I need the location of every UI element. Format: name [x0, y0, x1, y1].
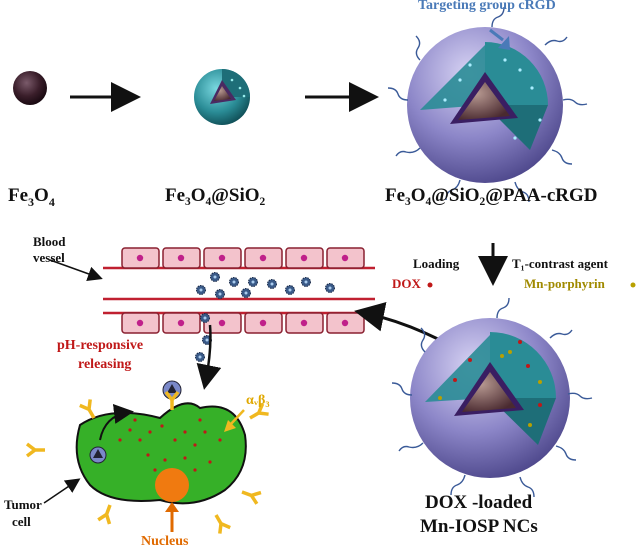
released-dox-dot — [208, 460, 212, 464]
vessel-cell-nucleus — [177, 254, 185, 262]
label-fe3o4: Fe3O4 — [8, 185, 55, 209]
released-dox-dot — [128, 428, 132, 432]
label-nucleus: Nucleus — [141, 534, 189, 549]
drug-dot — [453, 378, 457, 382]
label-blood: Blood — [33, 234, 66, 249]
vessel-pointer — [49, 259, 103, 281]
np-at-receptor — [162, 380, 182, 400]
released-dox-dot — [163, 458, 167, 462]
released-dox-dot — [203, 430, 207, 434]
targeting-arrowhead — [498, 36, 510, 50]
released-dox-dot — [173, 438, 177, 442]
vessel-cell-nucleus — [341, 254, 349, 262]
nanoparticle — [195, 352, 205, 362]
vessel-cell-nucleus — [341, 319, 349, 327]
label-fe3o4-sio2-paa-crgd: Fe₃O₄@SiO₂@PAA-cRGD — [385, 185, 598, 206]
nanoparticle — [325, 283, 335, 293]
label-dox-loaded: DOX -loaded — [425, 492, 533, 513]
label-ph-responsive: pH-responsive — [57, 338, 144, 353]
drug-dot — [508, 350, 512, 354]
released-dox-dot — [218, 438, 222, 442]
drug-dot — [500, 354, 504, 358]
label-fe3o4-sio2: Fe₃O₄@SiO₂ — [165, 185, 266, 206]
drug-dot — [518, 340, 522, 344]
receptor — [97, 504, 112, 525]
label-releasing: releasing — [78, 357, 132, 372]
integrin-pointer — [229, 409, 245, 426]
tumor-cell — [75, 402, 247, 505]
integrin-receptors — [25, 390, 269, 534]
receptor — [25, 442, 45, 458]
released-dox-dot — [138, 438, 142, 442]
blood-vessel — [103, 247, 375, 334]
released-dox-dot — [198, 418, 202, 422]
vessel-cell-nucleus — [177, 319, 185, 327]
internalize-arrow — [99, 403, 134, 441]
vessel-cell-nucleus — [136, 254, 144, 262]
label-tumor: Tumor — [4, 497, 42, 512]
label-mn-porphyrin: Mn-porphyrin — [524, 276, 605, 291]
drug-dot — [538, 403, 542, 407]
label-targeting-group: Targeting group cRGD — [418, 0, 556, 13]
fe3o4-sio2-particle — [194, 69, 250, 125]
arrow-to-tumor — [196, 324, 222, 390]
released-dox-dot — [193, 468, 197, 472]
nanoparticle — [285, 285, 295, 295]
nanoparticle — [200, 313, 210, 323]
released-dox-dot — [193, 443, 197, 447]
label-vessel: vessel — [33, 250, 65, 265]
nanoparticles-in-vessel — [195, 272, 335, 362]
receptor — [249, 403, 269, 420]
label-cell: cell — [12, 514, 31, 529]
nanoparticle — [267, 279, 277, 289]
vessel-cell-nucleus — [259, 319, 267, 327]
released-dox-dot — [183, 430, 187, 434]
released-dox-dot — [118, 438, 122, 442]
drug-dot — [468, 358, 472, 362]
dox-loaded-particle — [391, 297, 593, 498]
nanoparticle — [229, 277, 239, 287]
vessel-cell-nucleus — [218, 319, 226, 327]
mn-legend-dot — [630, 282, 636, 288]
receptor — [164, 390, 180, 410]
nucleus — [155, 468, 189, 502]
drug-dot — [526, 364, 530, 368]
released-dox-dot — [183, 456, 187, 460]
nanoparticle — [196, 285, 206, 295]
label-mn-iosp-ncs: Mn-IOSP NCs — [420, 516, 538, 537]
label-t1-agent: T₁-contrast agent — [512, 256, 608, 271]
released-dox-dot — [133, 418, 137, 422]
drug-dot — [438, 396, 442, 400]
drug-dot — [538, 380, 542, 384]
targeting-arrow — [489, 28, 504, 42]
drug-dot — [528, 423, 532, 427]
label-integrin: αᵥβ₃ — [246, 393, 270, 408]
vessel-cell-nucleus — [300, 319, 308, 327]
label-loading: Loading — [413, 256, 460, 271]
nanoparticle — [248, 277, 258, 287]
receptor — [214, 514, 231, 534]
vessel-cell-nucleus — [218, 254, 226, 262]
nanoparticle — [215, 289, 225, 299]
receptor — [79, 399, 96, 419]
arrow-to-vessel — [354, 302, 441, 342]
vessel-cell-nucleus — [259, 254, 267, 262]
receptor — [241, 490, 262, 505]
tumor-pointer — [43, 478, 81, 504]
vessel-cell-nucleus — [300, 254, 308, 262]
nanoparticle — [241, 288, 251, 298]
released-dox-dot — [160, 424, 164, 428]
internalized-np — [89, 446, 107, 464]
vessel-cell-nucleus — [136, 319, 144, 327]
fe3o4-particle — [13, 71, 47, 105]
label-dox: DOX — [392, 276, 421, 291]
released-dox-dot — [153, 468, 157, 472]
released-dox-dot — [146, 453, 150, 457]
nanoparticle — [210, 272, 220, 282]
paa-crgd-particle — [387, 6, 588, 203]
nanoparticle — [301, 277, 311, 287]
dox-legend-dot — [427, 282, 433, 288]
released-dox-dot — [148, 430, 152, 434]
